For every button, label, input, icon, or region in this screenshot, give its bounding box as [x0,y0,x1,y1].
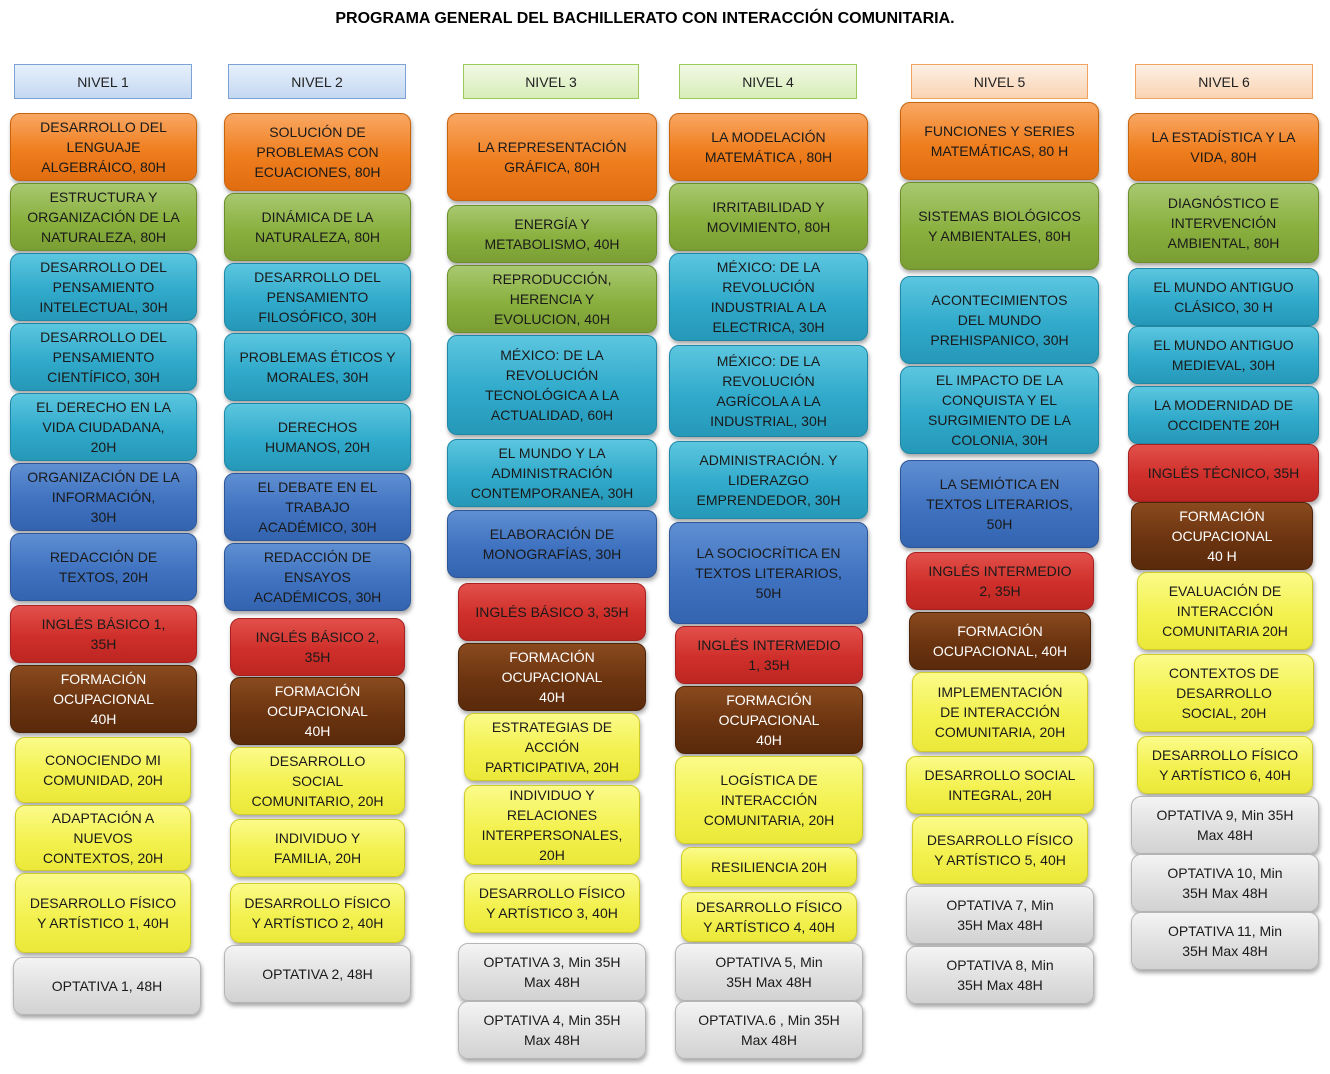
community-course: DESARROLLO FÍSICO Y ARTÍSTICO 1, 40H [15,873,191,953]
page-title: PROGRAMA GENERAL DEL BACHILLERATO CON IN… [335,10,955,27]
community-course: CONOCIENDO MI COMUNIDAD, 20H [15,737,191,803]
english-course: INGLÉS INTERMEDIO 2, 35H [906,552,1094,610]
vocational-course: FORMACIÓN OCUPACIONAL, 40H [909,612,1091,670]
math-course: LA ESTADÍSTICA Y LA VIDA, 80H [1128,113,1319,181]
humanities-course: MÉXICO: DE LA REVOLUCIÓN AGRÍCOLA A LA I… [669,345,868,437]
english-course: INGLÉS TÉCNICO, 35H [1128,444,1319,502]
language-course: REDACCIÓN DE ENSAYOS ACADÉMICOS, 30H [224,543,411,611]
community-course: INDIVIDUO Y RELACIONES INTERPERSONALES, … [464,785,640,865]
language-course: REDACCIÓN DE TEXTOS, 20H [10,533,197,601]
vocational-course: FORMACIÓN OCUPACIONAL 40H [10,665,197,733]
community-course: DESARROLLO SOCIAL COMUNITARIO, 20H [230,747,405,815]
humanities-course: LA MODERNIDAD DE OCCIDENTE 20H [1128,386,1319,444]
humanities-course: EL IMPACTO DE LA CONQUISTA Y EL SURGIMIE… [900,366,1099,454]
humanities-course: EL MUNDO Y LA ADMINISTRACIÓN CONTEMPORAN… [447,439,657,507]
elective-course: OPTATIVA 11, Min 35H Max 48H [1131,912,1319,970]
level-header-6: NIVEL 6 [1135,64,1313,99]
science-course: SISTEMAS BIOLÓGICOS Y AMBIENTALES, 80H [900,182,1099,270]
humanities-course: DESARROLLO DEL PENSAMIENTO FILOSÓFICO, 3… [224,263,411,331]
english-course: INGLÉS BÁSICO 1, 35H [10,605,197,663]
science-course: ESTRUCTURA Y ORGANIZACIÓN DE LA NATURALE… [10,183,197,251]
humanities-course: DESARROLLO DEL PENSAMIENTO CIENTÍFICO, 3… [10,323,197,391]
elective-course: OPTATIVA 5, Min 35H Max 48H [675,943,863,1001]
community-course: DESARROLLO SOCIAL INTEGRAL, 20H [906,756,1094,814]
language-course: LA SEMIÓTICA EN TEXTOS LITERARIOS, 50H [900,460,1099,548]
level-header-2: NIVEL 2 [228,64,406,99]
vocational-course: FORMACIÓN OCUPACIONAL 40H [675,686,863,754]
math-course: FUNCIONES Y SERIES MATEMÁTICAS, 80 H [900,102,1099,180]
math-course: DESARROLLO DEL LENGUAJE ALGEBRÁICO, 80H [10,113,197,181]
elective-course: OPTATIVA 7, Min 35H Max 48H [906,886,1094,944]
language-course: LA SOCIOCRÍTICA EN TEXTOS LITERARIOS, 50… [669,522,868,624]
science-course: REPRODUCCIÓN, HERENCIA Y EVOLUCION, 40H [447,265,657,333]
english-course: INGLÉS BÁSICO 2, 35H [230,618,405,676]
elective-course: OPTATIVA 8, Min 35H Max 48H [906,946,1094,1004]
humanities-course: ADMINISTRACIÓN. Y LIDERAZGO EMPRENDEDOR,… [669,441,868,519]
humanities-course: EL DERECHO EN LA VIDA CIUDADANA, 20H [10,393,197,461]
community-course: DESARROLLO FÍSICO Y ARTÍSTICO 3, 40H [464,873,640,933]
vocational-course: FORMACIÓN OCUPACIONAL 40H [458,643,646,711]
elective-course: OPTATIVA 9, Min 35H Max 48H [1131,796,1319,854]
language-course: EL DEBATE EN EL TRABAJO ACADÉMICO, 30H [224,473,411,541]
community-course: ADAPTACIÓN A NUEVOS CONTEXTOS, 20H [15,805,191,871]
elective-course: OPTATIVA.6 , Min 35H Max 48H [675,1001,863,1059]
humanities-course: DESARROLLO DEL PENSAMIENTO INTELECTUAL, … [10,253,197,321]
community-course: DESARROLLO FÍSICO Y ARTÍSTICO 4, 40H [681,892,857,942]
math-course: LA REPRESENTACIÓN GRÁFICA, 80H [447,113,657,201]
science-course: IRRITABILIDAD Y MOVIMIENTO, 80H [669,183,868,251]
level-header-4: NIVEL 4 [679,64,857,99]
english-course: INGLÉS BÁSICO 3, 35H [458,583,646,641]
community-course: EVALUACIÓN DE INTERACCIÓN COMUNITARIA 20… [1137,572,1313,650]
elective-course: OPTATIVA 1, 48H [13,957,201,1015]
humanities-course: PROBLEMAS ÉTICOS Y MORALES, 30H [224,333,411,401]
science-course: DIAGNÓSTICO E INTERVENCIÓN AMBIENTAL, 80… [1128,183,1319,263]
elective-course: OPTATIVA 2, 48H [224,945,411,1003]
science-course: ENERGÍA Y METABOLISMO, 40H [447,205,657,263]
science-course: DINÁMICA DE LA NATURALEZA, 80H [224,193,411,261]
level-header-3: NIVEL 3 [463,64,639,99]
elective-course: OPTATIVA 4, Min 35H Max 48H [458,1001,646,1059]
community-course: ESTRATEGIAS DE ACCIÓN PARTICIPATIVA, 20H [464,713,640,781]
humanities-course: ACONTECIMIENTOS DEL MUNDO PREHISPANICO, … [900,276,1099,364]
elective-course: OPTATIVA 10, Min 35H Max 48H [1131,854,1319,912]
language-course: ORGANIZACIÓN DE LA INFORMACIÓN, 30H [10,463,197,531]
community-course: DESARROLLO FÍSICO Y ARTÍSTICO 2, 40H [230,883,405,943]
elective-course: OPTATIVA 3, Min 35H Max 48H [458,943,646,1001]
community-course: DESARROLLO FÍSICO Y ARTÍSTICO 5, 40H [912,816,1088,884]
vocational-course: FORMACIÓN OCUPACIONAL 40 H [1131,502,1313,570]
math-course: SOLUCIÓN DE PROBLEMAS CON ECUACIONES, 80… [224,113,411,191]
community-course: CONTEXTOS DE DESARROLLO SOCIAL, 20H [1134,654,1314,732]
community-course: DESARROLLO FÍSICO Y ARTÍSTICO 6, 40H [1137,736,1313,794]
math-course: LA MODELACIÓN MATEMÁTICA , 80H [669,113,868,181]
humanities-course: MÉXICO: DE LA REVOLUCIÓN TECNOLÓGICA A L… [447,335,657,435]
level-header-5: NIVEL 5 [911,64,1088,99]
humanities-course: DERECHOS HUMANOS, 20H [224,403,411,471]
community-course: IMPLEMENTACIÓN DE INTERACCIÓN COMUNITARI… [912,672,1088,752]
community-course: INDIVIDUO Y FAMILIA, 20H [230,819,405,877]
humanities-course: EL MUNDO ANTIGUO MEDIEVAL, 30H [1128,326,1319,384]
english-course: INGLÉS INTERMEDIO 1, 35H [675,626,863,684]
community-course: LOGÍSTICA DE INTERACCIÓN COMUNITARIA, 20… [675,756,863,844]
language-course: ELABORACIÓN DE MONOGRAFÍAS, 30H [447,510,657,578]
community-course: RESILIENCIA 20H [681,847,857,887]
humanities-course: MÉXICO: DE LA REVOLUCIÓN INDUSTRIAL A LA… [669,253,868,341]
humanities-course: EL MUNDO ANTIGUO CLÁSICO, 30 H [1128,268,1319,326]
vocational-course: FORMACIÓN OCUPACIONAL 40H [230,677,405,745]
level-header-1: NIVEL 1 [14,64,192,99]
